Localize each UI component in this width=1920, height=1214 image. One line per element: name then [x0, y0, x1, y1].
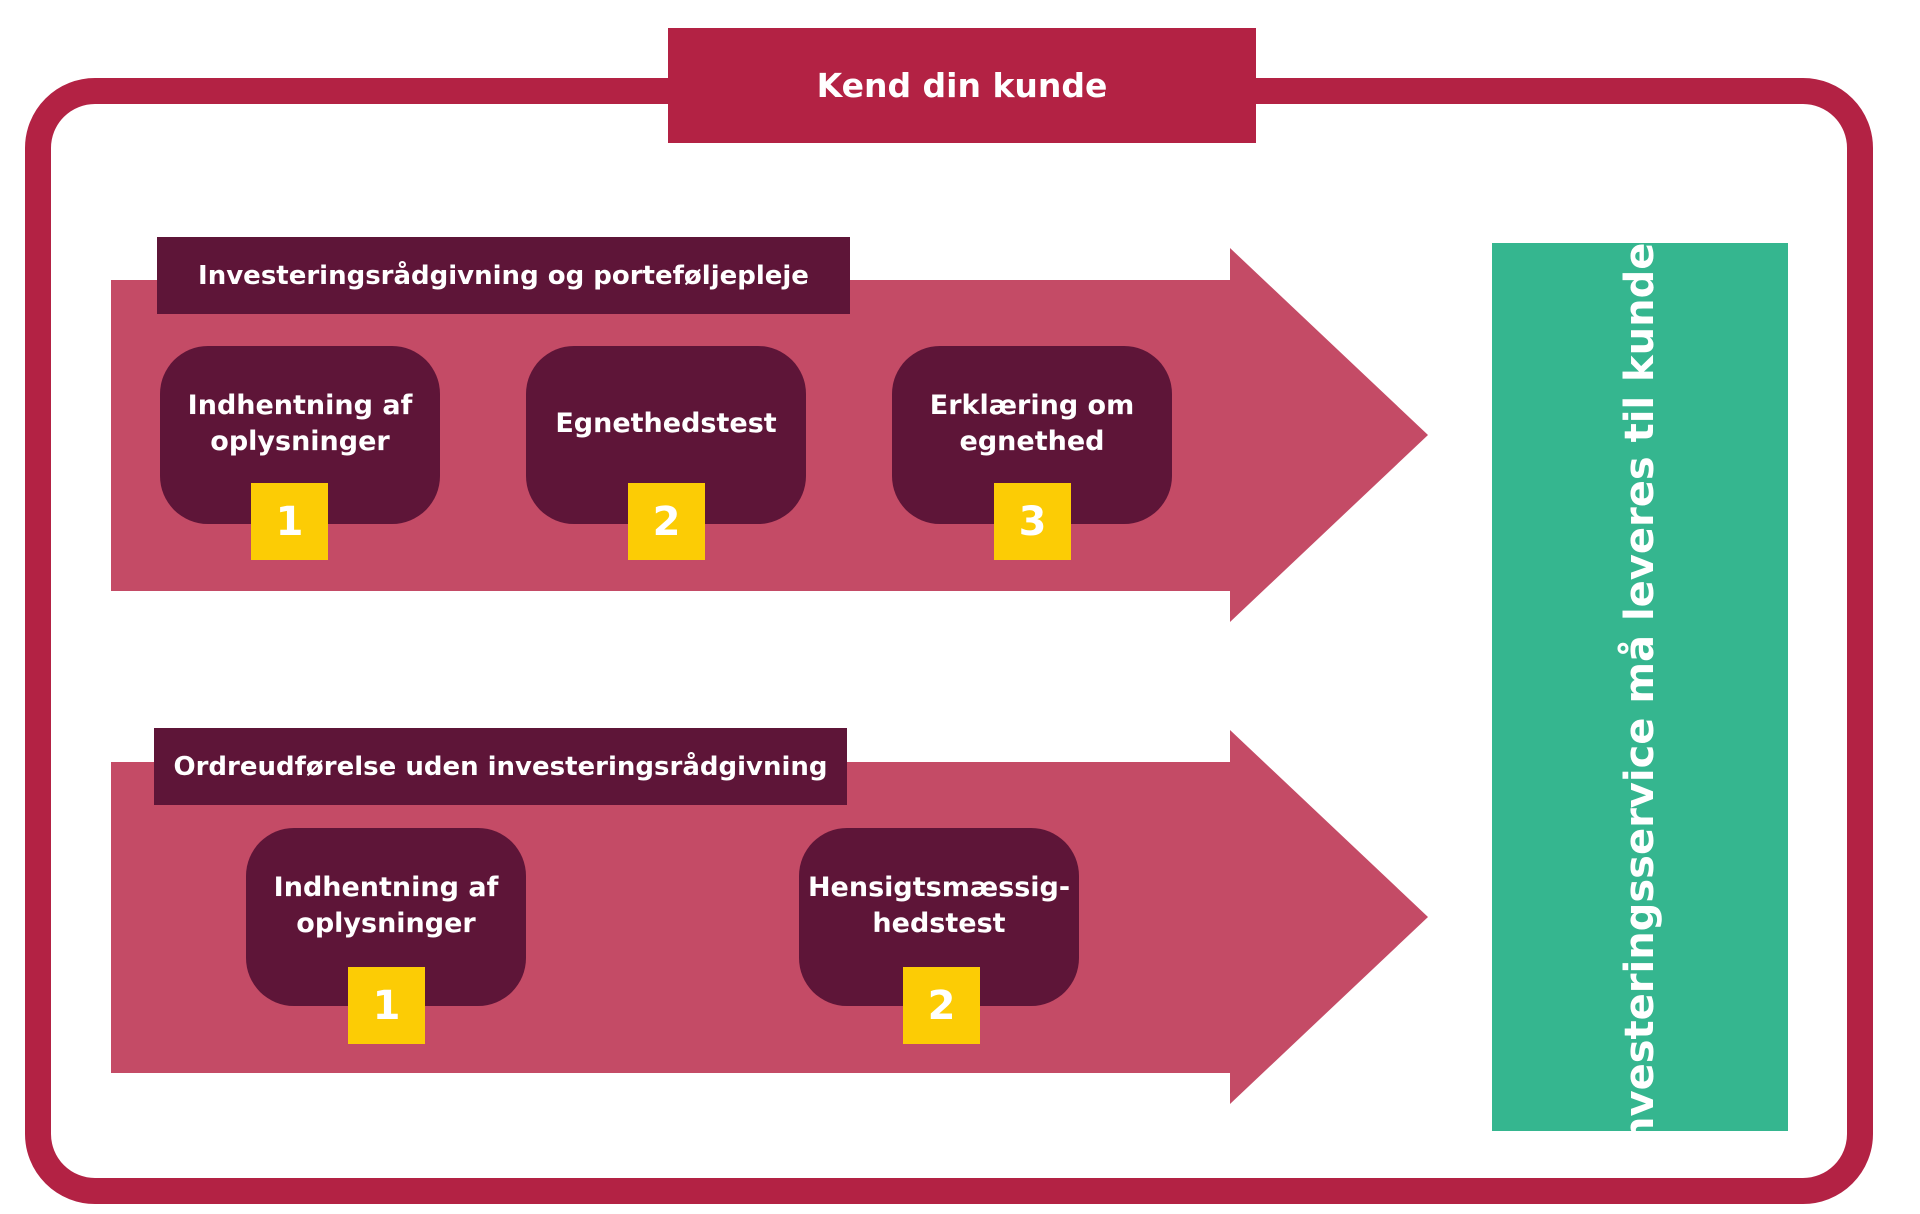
- result-box: [1492, 243, 1788, 1131]
- result-text: Investeringsservice må leveres til kunde…: [1617, 214, 1663, 1160]
- advisory-flow-label: Investeringsrådgivning og porteføljeplej…: [157, 237, 850, 314]
- execution-flow-arrow: [111, 730, 1428, 1104]
- execution-step-2-number: 2: [903, 967, 980, 1044]
- execution-step-1-number: 1: [348, 967, 425, 1044]
- advisory-step-1-number: 1: [251, 483, 328, 560]
- advisory-step-2: Egnethedstest: [526, 346, 806, 524]
- diagram-title: Kend din kunde: [668, 28, 1256, 143]
- advisory-step-2-number: 2: [628, 483, 705, 560]
- execution-step-1: Indhentning af oplysninger: [246, 828, 526, 1006]
- advisory-step-3-number: 3: [994, 483, 1071, 560]
- execution-flow-label: Ordreudførelse uden investeringsrådgivni…: [154, 728, 847, 805]
